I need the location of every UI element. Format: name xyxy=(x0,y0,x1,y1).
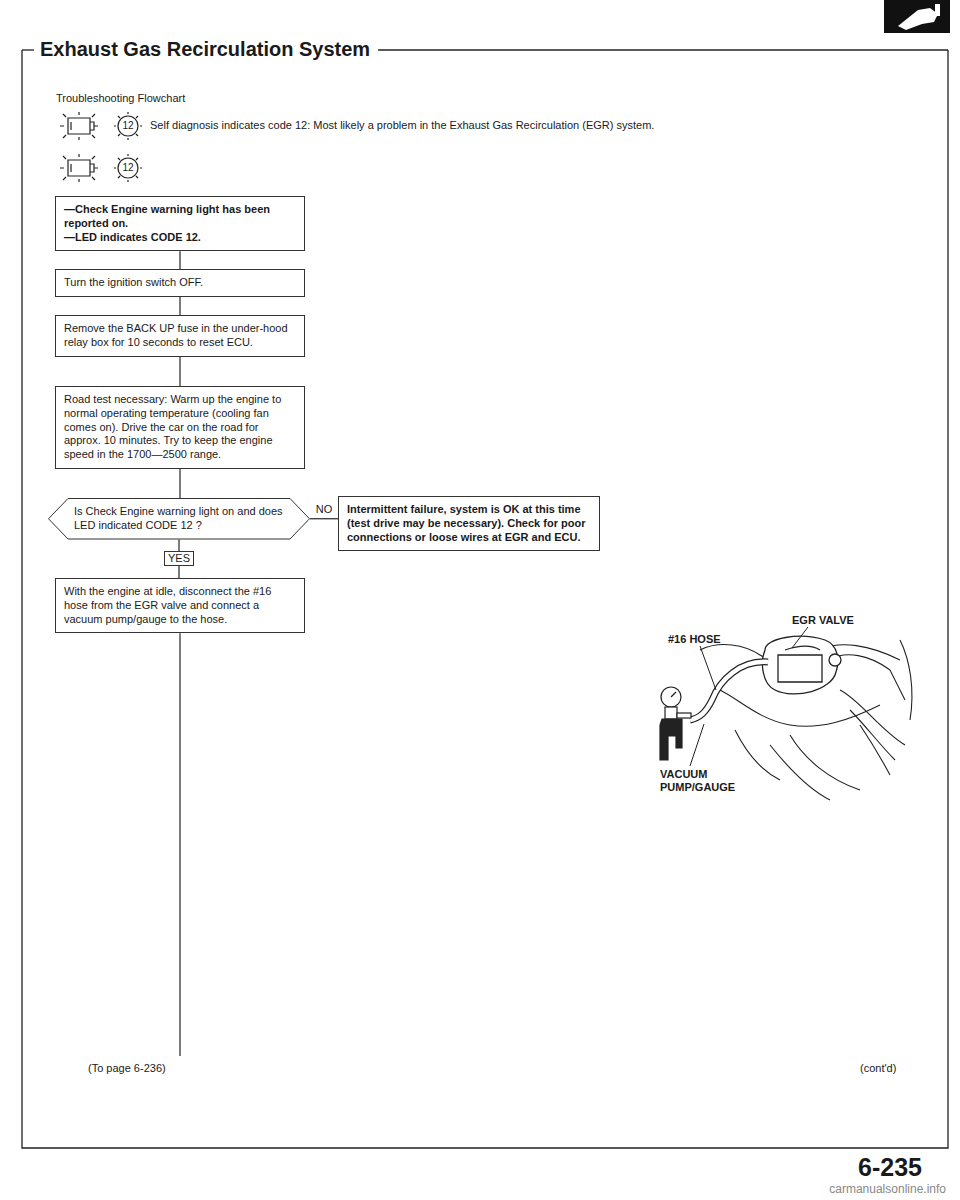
check-engine-icon xyxy=(60,112,98,182)
title-rule xyxy=(378,49,948,50)
section-tab xyxy=(884,0,950,33)
flow-line xyxy=(179,357,180,387)
continuation-line xyxy=(179,633,180,1056)
part-name: VACUUM PUMP/GAUGE xyxy=(660,768,770,794)
part-name: #16 HOSE xyxy=(668,633,721,646)
node-text: —Check Engine warning light has been rep… xyxy=(64,203,296,231)
node-text: With the engine at idle, disconnect the … xyxy=(64,585,296,626)
watermark: carmanualsonline.info xyxy=(829,1182,946,1196)
page-number: 6-235 xyxy=(858,1152,922,1182)
branch-label: YES xyxy=(164,551,194,566)
process-box: With the engine at idle, disconnect the … xyxy=(55,578,305,633)
branch-label: NO xyxy=(313,503,336,516)
node-text: Remove the BACK UP fuse in the under-hoo… xyxy=(64,322,296,350)
part-name: EGR VALVE xyxy=(792,614,854,627)
process-box: Road test necessary: Warm up the engine … xyxy=(55,386,305,469)
page-frame xyxy=(22,50,948,1148)
node-text: Is Check Engine warning light on and doe… xyxy=(74,505,284,533)
hose-16 xyxy=(690,662,768,720)
page-reference: (To page 6-236) xyxy=(88,1062,166,1075)
page-title: Exhaust Gas Recirculation System xyxy=(38,38,376,61)
code-number: 12 xyxy=(122,120,133,132)
section-heading: Troubleshooting Flowchart xyxy=(56,92,185,105)
node-text: Turn the ignition switch OFF. xyxy=(64,276,296,290)
flow-line xyxy=(179,469,180,498)
note-text: Self diagnosis indicates code 12: Most l… xyxy=(150,119,654,132)
flow-line xyxy=(179,297,180,315)
process-box: Remove the BACK UP fuse in the under-hoo… xyxy=(55,315,305,357)
vacuum-pump-gauge xyxy=(660,687,691,760)
leader-lines xyxy=(690,627,808,766)
flow-line xyxy=(179,251,180,269)
node-text: Road test necessary: Warm up the engine … xyxy=(64,393,296,462)
process-box: Turn the ignition switch OFF. xyxy=(55,269,305,297)
continued-note: (cont'd) xyxy=(860,1062,896,1075)
flow-line xyxy=(310,518,338,519)
led-code-symbol xyxy=(114,112,142,182)
node-text: —LED indicates CODE 12. xyxy=(64,231,296,245)
start-box: —Check Engine warning light has been rep… xyxy=(55,196,305,251)
code-number: 12 xyxy=(122,162,133,174)
egr-valve xyxy=(762,636,841,694)
result-box: Intermittent failure, system is OK at th… xyxy=(338,496,600,551)
node-text: Intermittent failure, system is OK at th… xyxy=(347,503,591,544)
decision-hexagon: Is Check Engine warning light on and doe… xyxy=(48,498,310,540)
